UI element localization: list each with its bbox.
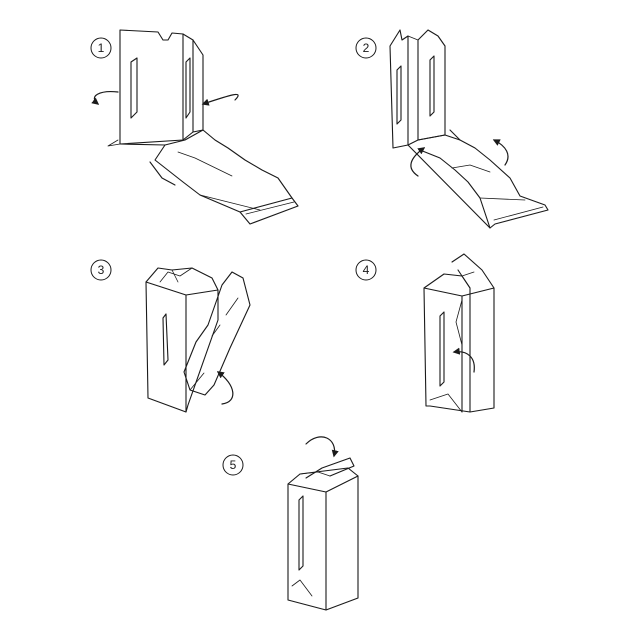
step-2: 2 <box>355 29 549 229</box>
step-3-box-diagram <box>145 267 251 413</box>
step-4-number: 4 <box>363 263 370 277</box>
step-4: 4 <box>355 253 495 413</box>
step-2-number: 2 <box>363 41 370 55</box>
step-3: 3 <box>90 259 251 413</box>
step-2-badge: 2 <box>355 37 377 59</box>
step-5: 5 <box>222 436 359 611</box>
step-3-badge: 3 <box>90 259 112 281</box>
step-5-box-diagram <box>287 436 359 611</box>
step-3-number: 3 <box>98 263 105 277</box>
step-1-number: 1 <box>98 41 105 55</box>
step-1-box-diagram <box>91 29 299 225</box>
step-2-box-diagram <box>389 29 549 229</box>
step-4-box-diagram <box>423 253 495 413</box>
step-4-badge: 4 <box>355 259 377 281</box>
step-5-number: 5 <box>230 458 237 472</box>
step-1: 1 <box>90 29 299 225</box>
step-1-badge: 1 <box>90 37 112 59</box>
step-5-badge: 5 <box>222 454 244 476</box>
